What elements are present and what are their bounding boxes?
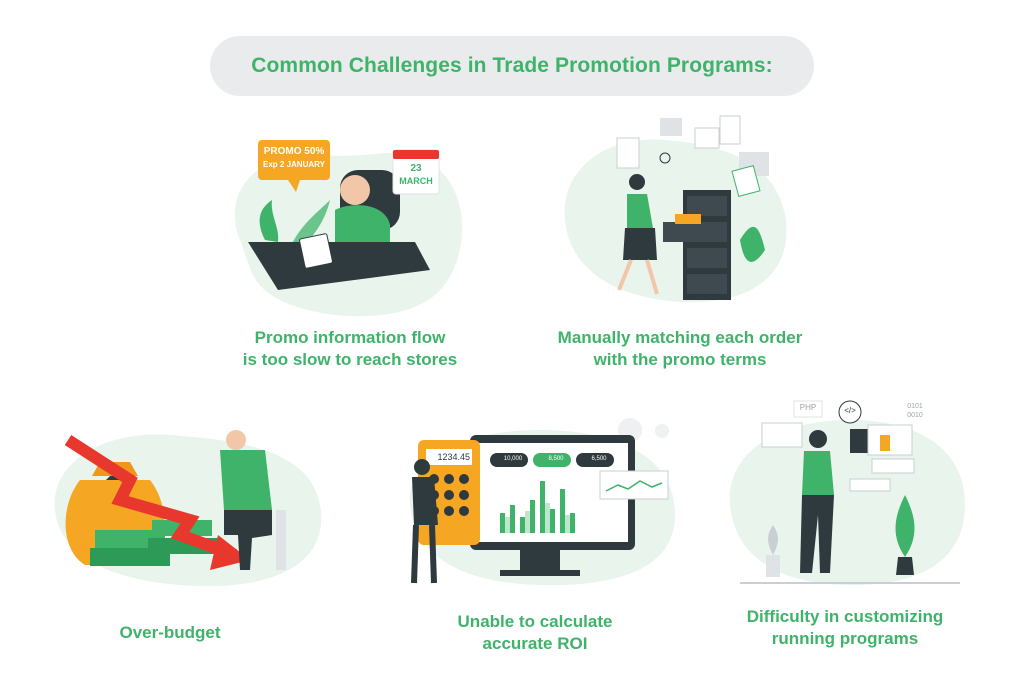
caption-line-2: is too slow to reach stores [242,350,458,369]
challenge-caption-roi: Unable to calculate accurate ROI [410,611,660,655]
calendar-month: MARCH [399,176,433,186]
challenge-card-roi: 1234.45 10,000 8,500 6,500 [400,405,680,590]
caption-line-1: Difficulty in customizing [746,607,944,626]
calendar-day: 23 [410,163,422,174]
calculator-display: 1234.45 [437,452,470,462]
challenge-caption-promo-flow: Promo information flow is too slow to re… [210,327,490,371]
challenge-card-customizing: PHP </> 0101 0010 [720,395,970,590]
person-at-desk-illustration [234,140,463,317]
filing-cabinet-illustration [564,115,787,303]
challenge-caption-manual-matching: Manually matching each order with the pr… [530,327,830,371]
dashboard-stat-3: 6,500 [591,456,607,462]
caption-line-2: running programs [771,629,919,648]
dashboard-stat-2: 8,500 [548,456,564,462]
caption-line-1: Promo information flow [254,328,446,347]
developer-screens-illustration [729,400,965,586]
calculator-dashboard-illustration [409,418,675,586]
dashboard-stat-1: 10,000 [503,456,523,462]
challenge-card-manual-matching [555,110,805,310]
caption-line-1: Manually matching each order [557,328,803,347]
challenge-caption-over-budget: Over-budget [70,622,270,644]
binary-tag-2: 0010 [907,412,923,419]
caption-line-1: Over-budget [119,623,221,642]
code-tag-icon: </> [844,406,856,415]
promo-tag-line2: Exp 2 JANUARY [263,160,325,169]
caption-line-2: with the promo terms [593,350,767,369]
promo-tag-line1: PROMO 50% [263,146,325,157]
binary-tag-1: 0101 [907,403,923,410]
challenge-card-over-budget [40,410,330,590]
page-title-pill: Common Challenges in Trade Promotion Pro… [210,36,814,96]
page-title: Common Challenges in Trade Promotion Pro… [251,54,773,77]
challenge-card-promo-flow: PROMO 50% Exp 2 JANUARY 23 MARCH [200,130,480,320]
php-tag: PHP [799,403,817,412]
money-bag-falling-arrow-illustration [54,430,322,587]
caption-line-2: accurate ROI [482,634,588,653]
caption-line-1: Unable to calculate [457,612,613,631]
challenge-caption-customizing: Difficulty in customizing running progra… [720,606,970,650]
